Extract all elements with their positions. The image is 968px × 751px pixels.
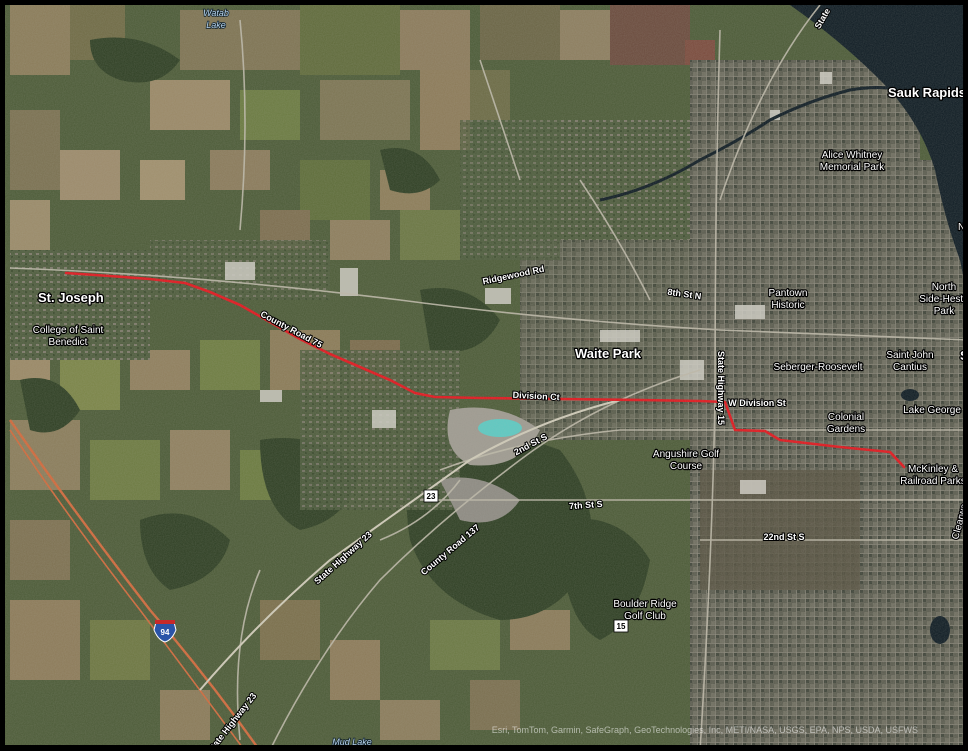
partial-s-label: S bbox=[960, 348, 968, 363]
mckinley-label-2: Railroad Parks bbox=[900, 476, 966, 487]
watab-lake-label-1: Watab bbox=[203, 8, 229, 18]
lake-george-label: Lake George bbox=[903, 405, 961, 416]
seberger-label: Seberger-Roosevelt bbox=[774, 362, 863, 373]
angushire-label-2: Course bbox=[670, 461, 703, 472]
boulder-ridge-label-2: Golf Club bbox=[624, 611, 666, 622]
saint-john-label-1: Saint John bbox=[886, 350, 933, 361]
hwy15-shield: 15 bbox=[613, 619, 629, 633]
sauk-rapids-label: Sauk Rapids bbox=[888, 85, 966, 100]
i94-shield: 94 bbox=[153, 620, 177, 643]
alice-whitney-label-1: Alice Whitney bbox=[822, 150, 883, 161]
hwy15-shield-label: 15 bbox=[617, 622, 626, 631]
w-division-st-label: W Division St bbox=[728, 398, 786, 408]
colonial-gardens-label-2: Gardens bbox=[827, 424, 865, 435]
mckinley-label-1: McKinley & bbox=[908, 464, 958, 475]
college-label-1: College of Saint bbox=[33, 325, 104, 336]
college-label-2: Benedict bbox=[49, 337, 88, 348]
map-attribution: Esri, TomTom, Garmin, SafeGraph, GeoTech… bbox=[491, 725, 918, 735]
north-side-label-3: Park bbox=[934, 306, 956, 317]
partial-n-label: N bbox=[958, 222, 965, 233]
pantown-label-2: Historic bbox=[771, 300, 804, 311]
i94-shield-label: 94 bbox=[161, 628, 170, 637]
north-side-label-1: North bbox=[932, 282, 956, 293]
st-joseph-label: St. Joseph bbox=[38, 290, 104, 305]
7th-st-s-label: 7th St S bbox=[569, 499, 603, 511]
division-ct-label: Division Ct bbox=[512, 390, 559, 402]
angushire-label-1: Angushire Golf bbox=[653, 449, 719, 460]
colonial-gardens-label-1: Colonial bbox=[828, 412, 864, 423]
watab-lake-label-2: Lake bbox=[206, 20, 226, 30]
saint-john-label-2: Cantius bbox=[893, 362, 927, 373]
hwy23-shield-label: 23 bbox=[427, 492, 436, 501]
boulder-ridge-label-1: Boulder Ridge bbox=[613, 599, 677, 610]
state-highway-15-label: State Highway 15 bbox=[716, 351, 726, 425]
pantown-label-1: Pantown bbox=[769, 288, 808, 299]
north-side-label-2: Side-Heste bbox=[919, 294, 968, 305]
alice-whitney-label-2: Memorial Park bbox=[820, 162, 885, 173]
hwy23-shield: 23 bbox=[423, 489, 439, 503]
22nd-st-s-label: 22nd St S bbox=[763, 532, 804, 542]
waite-park-label: Waite Park bbox=[575, 346, 642, 361]
mud-lake-label: Mud Lake bbox=[332, 737, 372, 747]
